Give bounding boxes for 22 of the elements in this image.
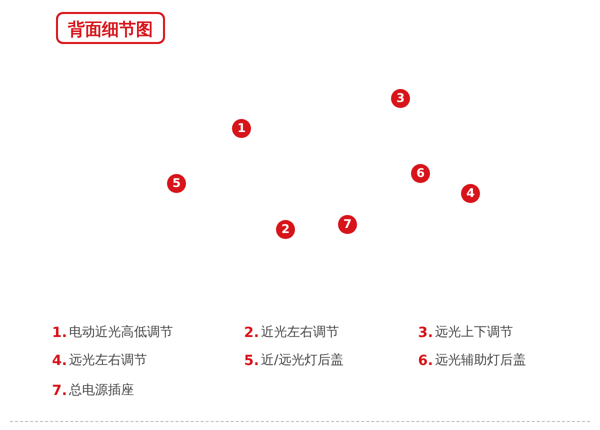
list-number: 1.: [52, 324, 68, 342]
callout-number: 4: [461, 184, 480, 203]
callout-number: 3: [391, 89, 410, 108]
list-number: 7.: [52, 382, 68, 400]
part-description: 远光辅助灯后盖: [435, 352, 526, 370]
list-number: 2.: [244, 324, 260, 342]
part-description: 近/远光灯后盖: [261, 352, 344, 370]
callout-number: 5: [167, 174, 186, 193]
part-description: 近光左右调节: [261, 324, 339, 342]
list-number: 4.: [52, 352, 68, 370]
list-number: 5.: [244, 352, 260, 370]
callout-number: 1: [232, 119, 251, 138]
part-description: 远光上下调节: [435, 324, 513, 342]
part-description: 总电源插座: [69, 382, 134, 400]
part-description: 远光左右调节: [69, 352, 147, 370]
callout-number: 2: [276, 220, 295, 239]
list-number: 6.: [418, 352, 434, 370]
part-description: 电动近光高低调节: [69, 324, 173, 342]
callout-number: 7: [338, 215, 357, 234]
callout-number: 6: [411, 164, 430, 183]
list-number: 3.: [418, 324, 434, 342]
title: 背面细节图: [56, 12, 165, 44]
